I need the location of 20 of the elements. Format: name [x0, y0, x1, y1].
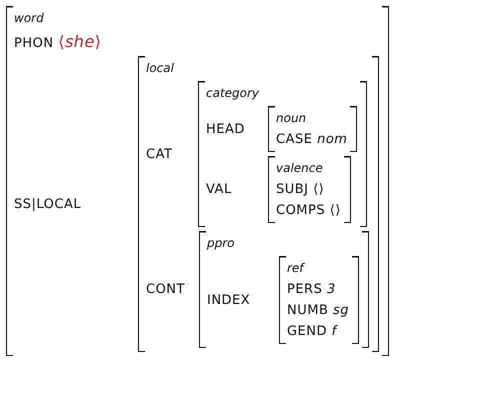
feature-value: COMPS ⟨⟩: [276, 203, 341, 218]
feature-name: VAL: [206, 182, 233, 197]
feature-name: HEAD: [206, 122, 246, 136]
feature-name: INDEX: [206, 292, 252, 308]
type-label: ref: [286, 261, 304, 275]
feature-value: CASE nom: [276, 132, 348, 147]
feature-name: SS|LOCAL: [14, 196, 82, 212]
type-label: word: [14, 11, 44, 25]
feature-value: PERS 3: [286, 282, 336, 297]
feature-value: SUBJ ⟨⟩: [276, 182, 324, 197]
type-label: noun: [276, 111, 306, 125]
feature-name: CONT: [146, 282, 185, 297]
type-label: ppro: [206, 236, 234, 250]
type-label: category: [206, 86, 260, 100]
feature-value: GEND f: [286, 324, 337, 339]
feature-value: NUMB sg: [286, 303, 350, 318]
feature-value: PHON ⟨she⟩: [14, 32, 102, 51]
type-label: local: [146, 61, 174, 75]
feature-name: CAT: [146, 146, 174, 162]
type-label: valence: [276, 161, 323, 175]
